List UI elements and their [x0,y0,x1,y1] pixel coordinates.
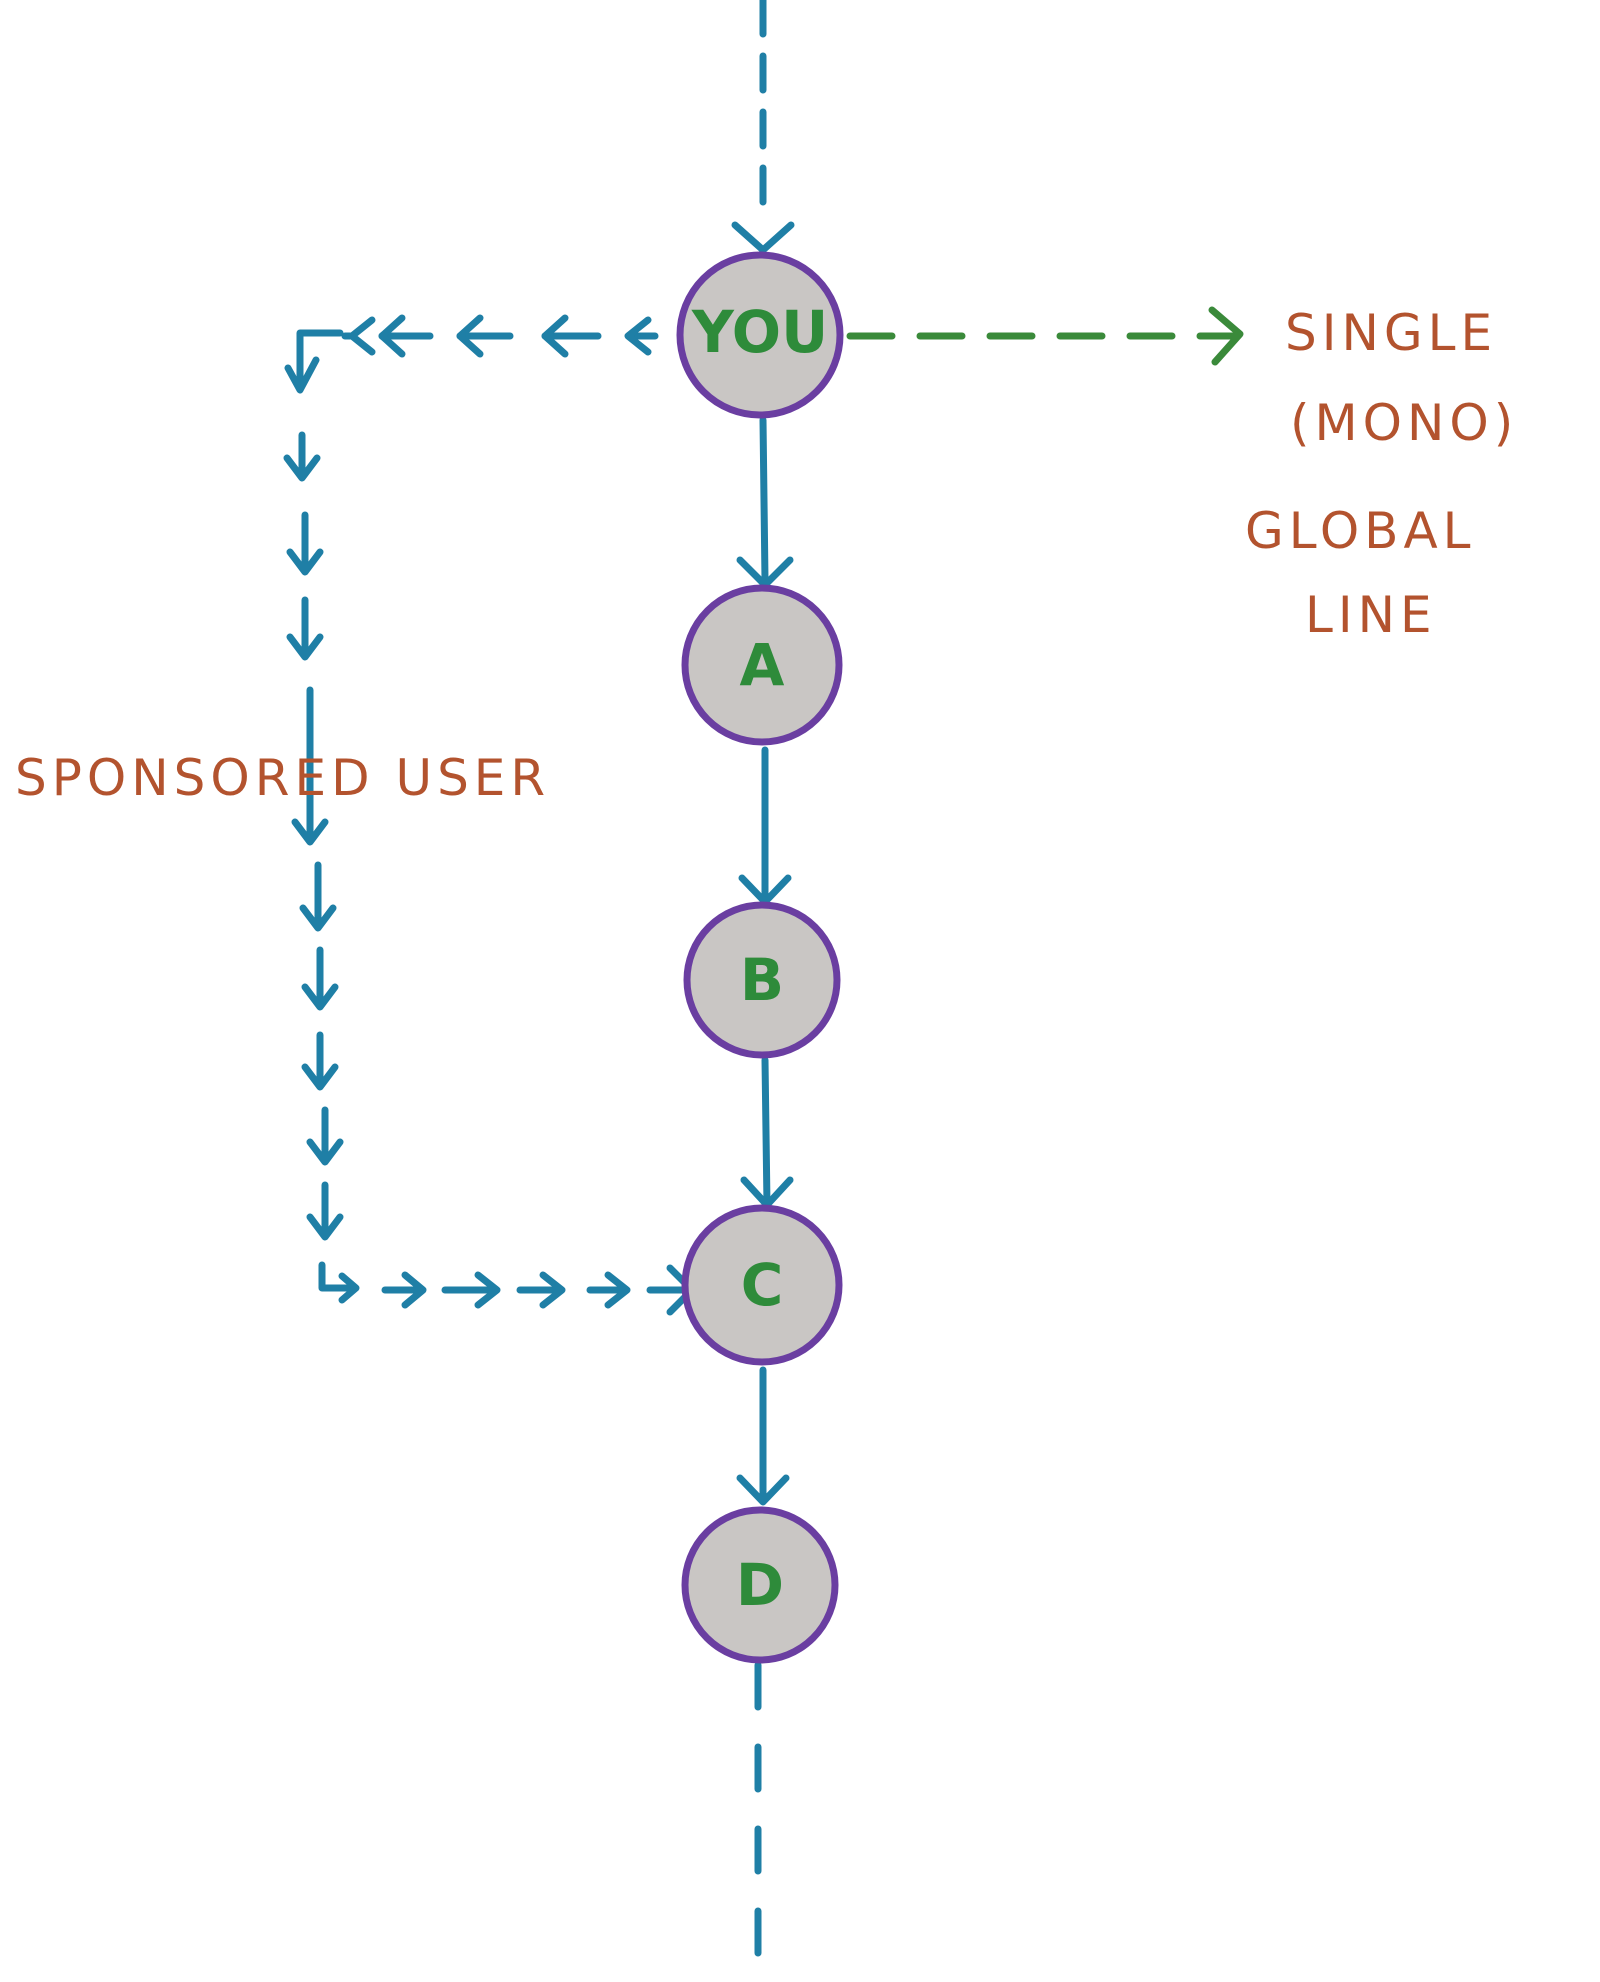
node-d: D [681,1506,839,1664]
corner-arrow-head [284,356,320,394]
global-line-arrow [846,306,1244,366]
down-arrow [306,1106,344,1166]
note-line-1: SINGLE [1285,304,1497,362]
node-a: A [681,584,843,746]
main-line [736,416,794,1982]
node-label-c: C [741,1251,784,1319]
down-arrow [283,431,321,482]
right-arrow [516,1271,566,1309]
down-arrow [291,686,329,846]
arrow-c-to-d [736,1366,790,1506]
corner-arrow [296,329,344,389]
node-label-you: YOU [691,298,828,366]
down-arrow [301,946,339,1011]
arrow-b-to-c [740,1056,794,1209]
left-arrow [456,314,514,358]
down-arrow [299,861,337,932]
single-global-line-note: SINGLE (MONO) GLOBAL LINE [1245,304,1518,644]
sponsored-path-right-arrows [318,1261,696,1316]
left-arrow [341,316,376,356]
top-dashed-line [731,0,795,254]
down-arrow [286,596,324,661]
corner-arrow [318,1261,359,1292]
right-arrow [586,1271,631,1309]
arrow-you-to-a [736,416,794,589]
corner-arrow-head [338,1272,360,1304]
node-label-b: B [740,946,784,1014]
node-b: B [683,901,841,1059]
note-line-4: LINE [1305,586,1437,644]
node-label-d: D [736,1551,784,1619]
down-arrow [286,511,324,576]
node-c: C [681,1204,843,1366]
node-you: YOU [676,251,844,419]
note-line-2: (MONO) [1290,394,1518,452]
arrow-a-to-b [738,746,792,906]
down-arrow [306,1181,344,1241]
left-arrow [541,314,602,358]
sponsored-path-down-arrows [283,431,344,1241]
left-arrow [378,314,434,358]
sponsored-user-note: SPONSORED USER [15,749,550,807]
sponsored-path-left-arrows [284,314,659,394]
right-arrow [381,1271,427,1309]
right-arrow [441,1271,501,1309]
note-line-3: GLOBAL [1245,502,1476,560]
left-arrow [624,316,659,356]
down-arrow [301,1031,339,1091]
node-label-a: A [740,631,785,699]
